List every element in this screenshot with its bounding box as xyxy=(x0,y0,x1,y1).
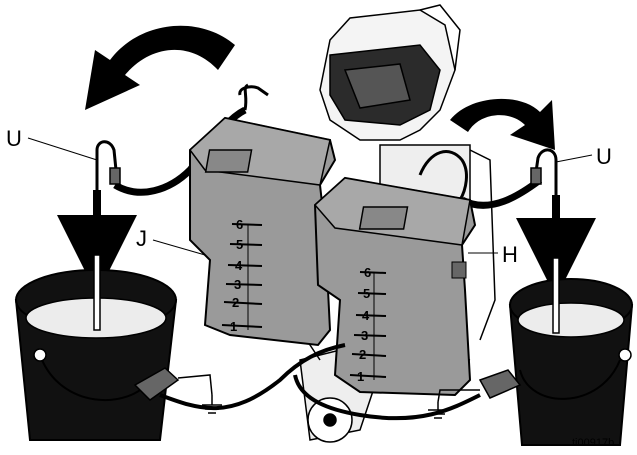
hopper-j-scale-label-2: 2 xyxy=(232,295,239,310)
hopper-h-scale-label-4: 4 xyxy=(362,308,370,323)
bucket-left xyxy=(14,254,178,441)
callout-j: J xyxy=(136,226,147,251)
hopper-j-scale-label-6: 6 xyxy=(236,217,243,232)
leader-u-right xyxy=(555,154,593,163)
callout-h: H xyxy=(502,242,518,267)
suction-tube-left xyxy=(95,140,121,330)
ground-symbol-right-icon xyxy=(428,402,448,419)
hopper-h-scale-label-5: 5 xyxy=(363,286,370,301)
ground-clamp-right xyxy=(293,369,522,421)
callout-u-right: U xyxy=(596,144,612,169)
hopper-j-scale-label-1: 1 xyxy=(230,319,237,334)
ground-clamp-left xyxy=(133,343,346,411)
hopper-j-scale: 1 2 3 4 5 6 xyxy=(221,217,263,334)
hopper-h-scale-label-3: 3 xyxy=(361,328,368,343)
bucket-right xyxy=(508,257,634,446)
suction-tube-right xyxy=(530,148,558,330)
leader-j xyxy=(152,239,206,256)
hopper-h: 1 2 3 4 5 6 xyxy=(313,176,477,397)
curved-arrow-right-icon xyxy=(450,98,555,150)
hopper-j: 1 2 3 4 5 6 xyxy=(188,116,337,347)
curved-arrow-left-icon xyxy=(85,25,235,110)
hopper-h-scale-label-6: 6 xyxy=(364,265,371,280)
hopper-j-scale-label-5: 5 xyxy=(236,237,243,252)
hopper-h-scale-label-2: 2 xyxy=(359,347,366,362)
figure-id: ti00917b xyxy=(572,437,614,449)
hopper-j-scale-label-4: 4 xyxy=(235,258,243,273)
callout-u-left: U xyxy=(6,126,22,151)
hopper-j-scale-label-3: 3 xyxy=(234,277,241,292)
ground-symbol-left-icon xyxy=(202,395,222,414)
hopper-h-scale-label-1: 1 xyxy=(357,369,364,384)
hopper-h-scale: 1 2 3 4 5 6 xyxy=(349,265,387,384)
leader-u-left xyxy=(27,137,98,161)
